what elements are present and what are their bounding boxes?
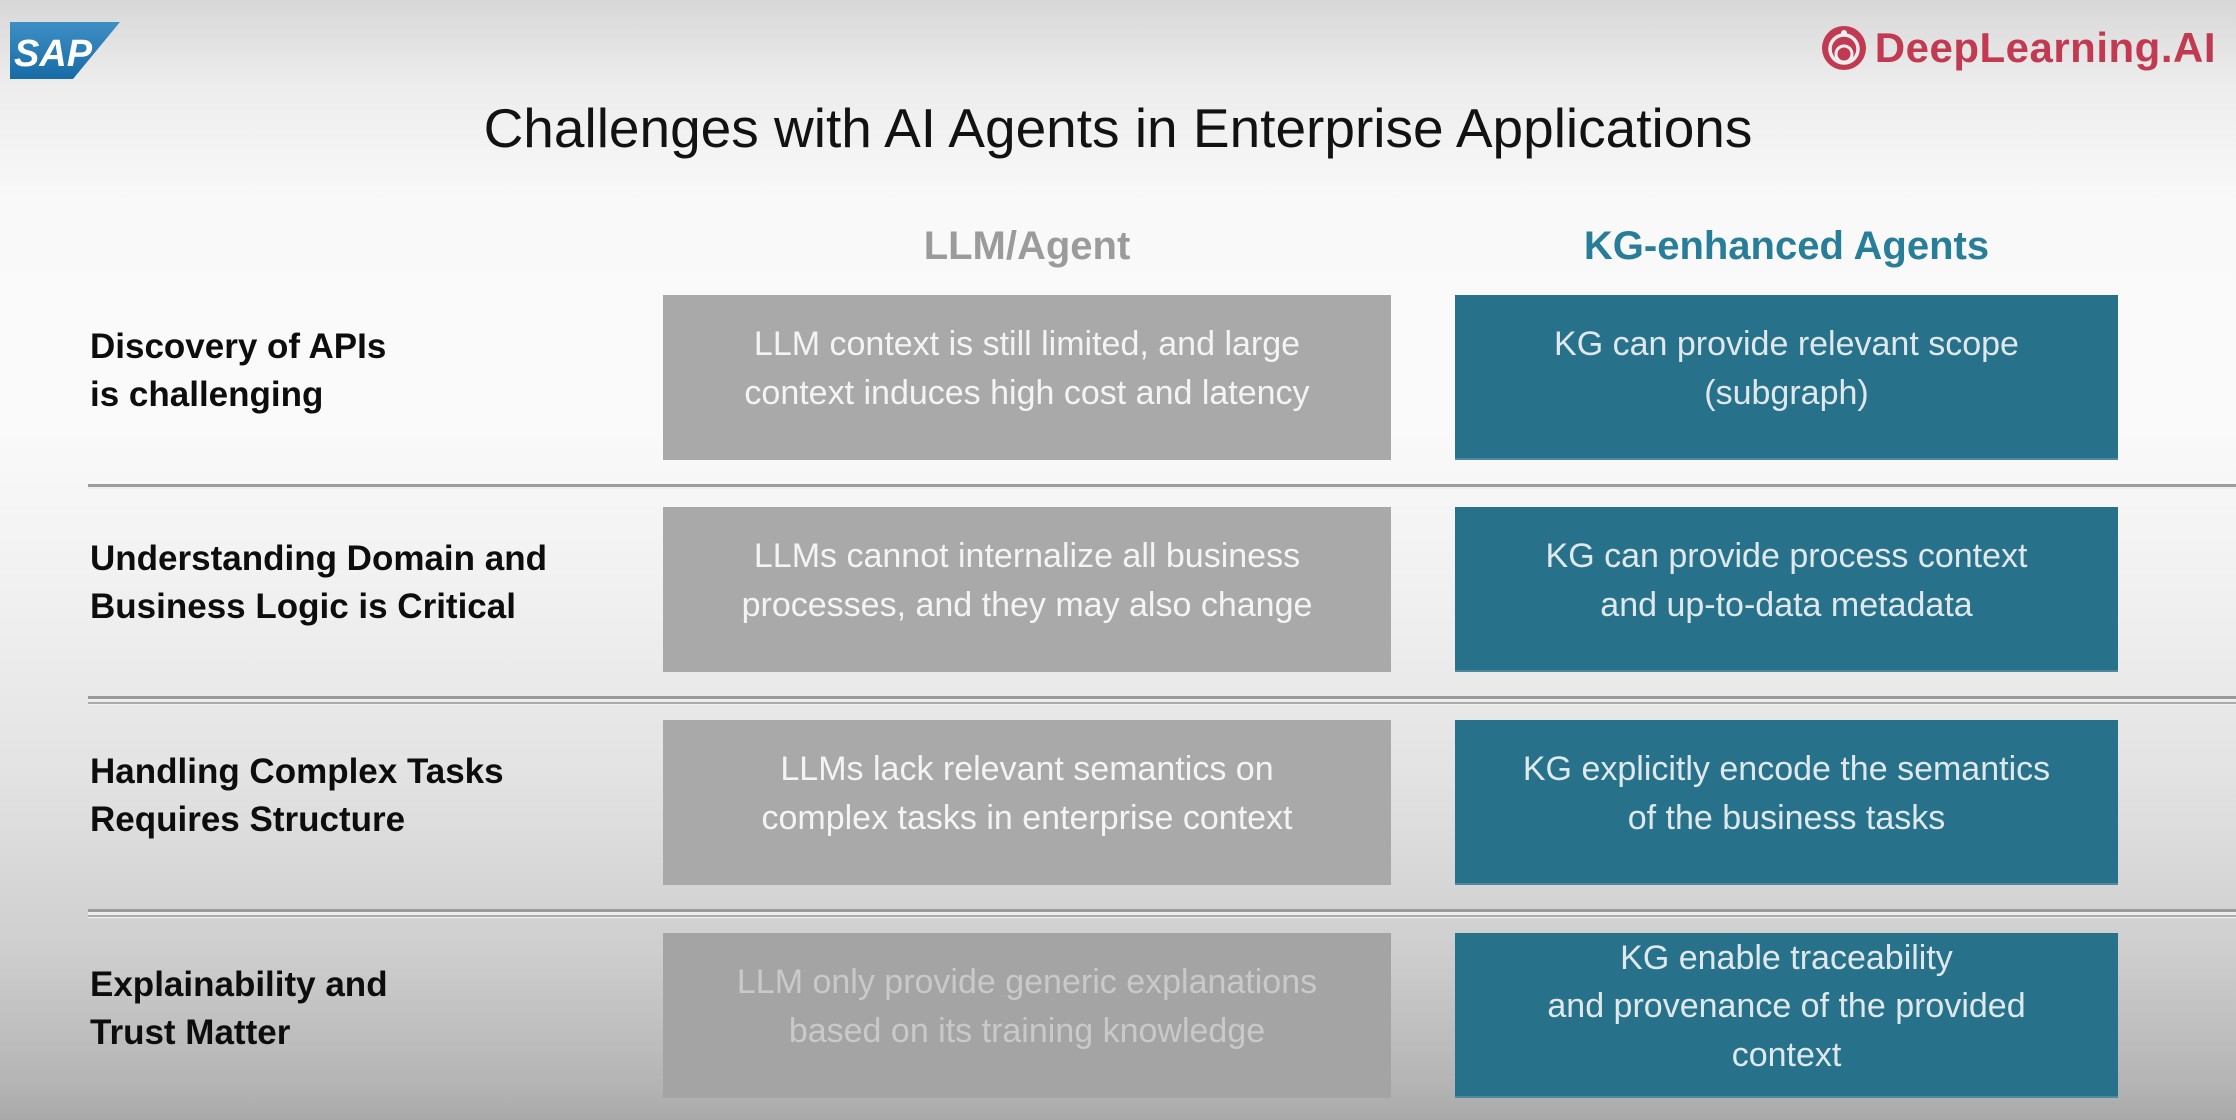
challenge-label: Handling Complex Tasks Requires Structur… (90, 752, 504, 839)
kg-agent-cell: KG explicitly encode the semantics of th… (1455, 720, 2118, 885)
kg-agent-cell: KG can provide relevant scope (subgraph) (1455, 295, 2118, 460)
row-divider (88, 484, 2236, 489)
deeplearning-ai-logo-text: DeepLearning.AI (1874, 24, 2216, 71)
llm-agent-cell: LLMs cannot internalize all business pro… (663, 507, 1391, 672)
llm-agent-cell: LLM only provide generic explanations ba… (663, 933, 1391, 1098)
column-header-llm-agent: LLM/Agent (923, 224, 1131, 268)
challenge-row-discovery-of-apis: Discovery of APIs is challenging LLM con… (0, 295, 2236, 460)
challenge-row-understanding-domain: Understanding Domain and Business Logic … (0, 507, 2236, 672)
deeplearning-ai-icon (1821, 26, 1866, 70)
sap-logo-shape: SAP (10, 22, 120, 79)
llm-agent-cell: LLMs lack relevant semantics on complex … (663, 720, 1391, 885)
kg-agent-cell: KG enable traceability and provenance of… (1455, 933, 2118, 1098)
kg-agent-cell: KG can provide process context and up-to… (1455, 507, 2118, 672)
page-title: Challenges with AI Agents in Enterprise … (483, 97, 1753, 159)
challenge-label: Discovery of APIs is challenging (90, 327, 387, 414)
llm-agent-cell: LLM context is still limited, and large … (663, 295, 1391, 460)
challenge-row-handling-complex-tasks: Handling Complex Tasks Requires Structur… (0, 720, 2236, 885)
column-header-kg-enhanced-agents: KG-enhanced Agents (1583, 224, 1990, 268)
sap-logo: SAP (10, 22, 120, 79)
deeplearning-ai-logo: DeepLearning.AI (1821, 24, 2216, 72)
row-divider (88, 696, 2236, 705)
row-divider (88, 909, 2236, 918)
challenge-label: Explainability and Trust Matter (90, 965, 388, 1052)
challenge-label: Understanding Domain and Business Logic … (90, 539, 547, 626)
sap-logo-text: SAP (14, 33, 93, 75)
challenge-row-explainability-trust: Explainability and Trust Matter LLM only… (0, 933, 2236, 1098)
